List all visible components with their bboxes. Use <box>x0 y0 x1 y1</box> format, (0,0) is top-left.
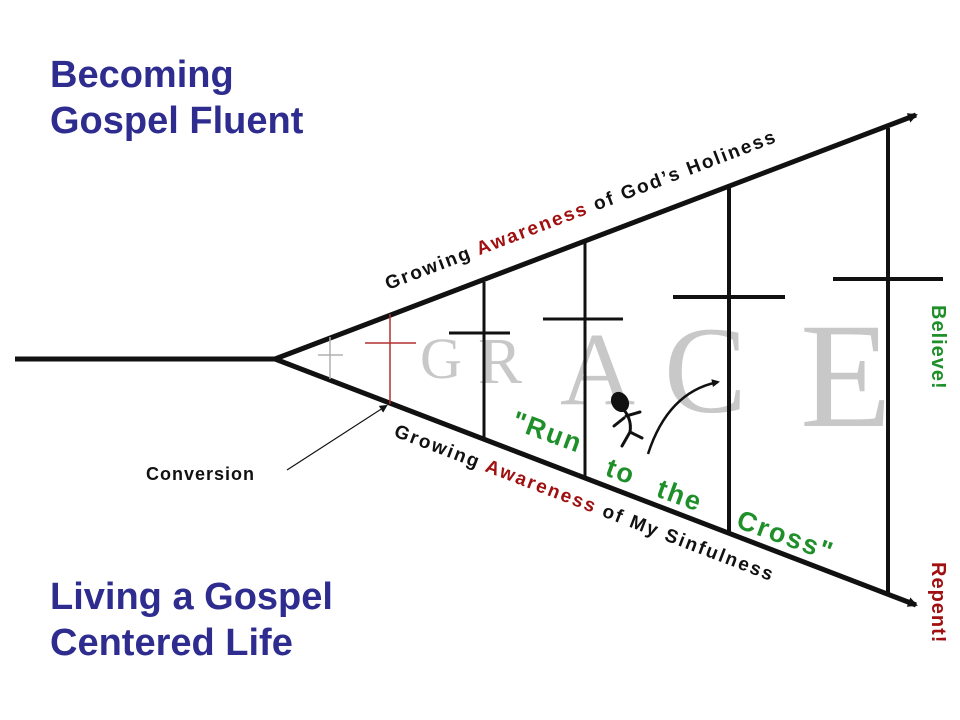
grace-watermark: G R A C E <box>420 293 892 459</box>
title-bottom-line-2: Centered Life <box>50 622 293 664</box>
grace-letter-e: E <box>800 293 892 459</box>
grace-letter-c: C <box>664 302 747 439</box>
run-word-3: the <box>653 473 707 517</box>
cross-3 <box>449 282 510 440</box>
conversion-label: Conversion <box>146 464 255 484</box>
title-bottom-line-1: Living a Gospel <box>50 576 333 618</box>
holiness-label: Growing Awareness of God’s Holiness <box>382 126 780 294</box>
cross-conversion <box>365 314 416 404</box>
curved-arrow-to-cross <box>646 379 720 455</box>
grace-letter-g: G <box>420 326 462 391</box>
repent-label: Repent! <box>927 562 949 643</box>
sinfulness-label-highlight: Awareness <box>482 456 600 518</box>
cross-faint <box>318 337 343 379</box>
cross-5 <box>673 188 785 535</box>
title-bottom: Living a Gospel Centered Life <box>50 574 333 666</box>
title-top-line-1: Becoming <box>50 54 234 96</box>
title-top-line-2: Gospel Fluent <box>50 100 304 142</box>
sinfulness-line <box>274 356 918 608</box>
cross-6 <box>833 128 943 595</box>
believe-label: Believe! <box>927 305 949 390</box>
cross-4 <box>543 242 623 477</box>
title-top: Becoming Gospel Fluent <box>50 52 303 144</box>
conversion-pointer <box>286 404 388 471</box>
holiness-label-highlight: Awareness <box>474 198 592 260</box>
running-figure-icon <box>610 391 644 448</box>
holiness-line <box>274 112 918 362</box>
sinfulness-label-prefix: Growing <box>391 421 490 476</box>
